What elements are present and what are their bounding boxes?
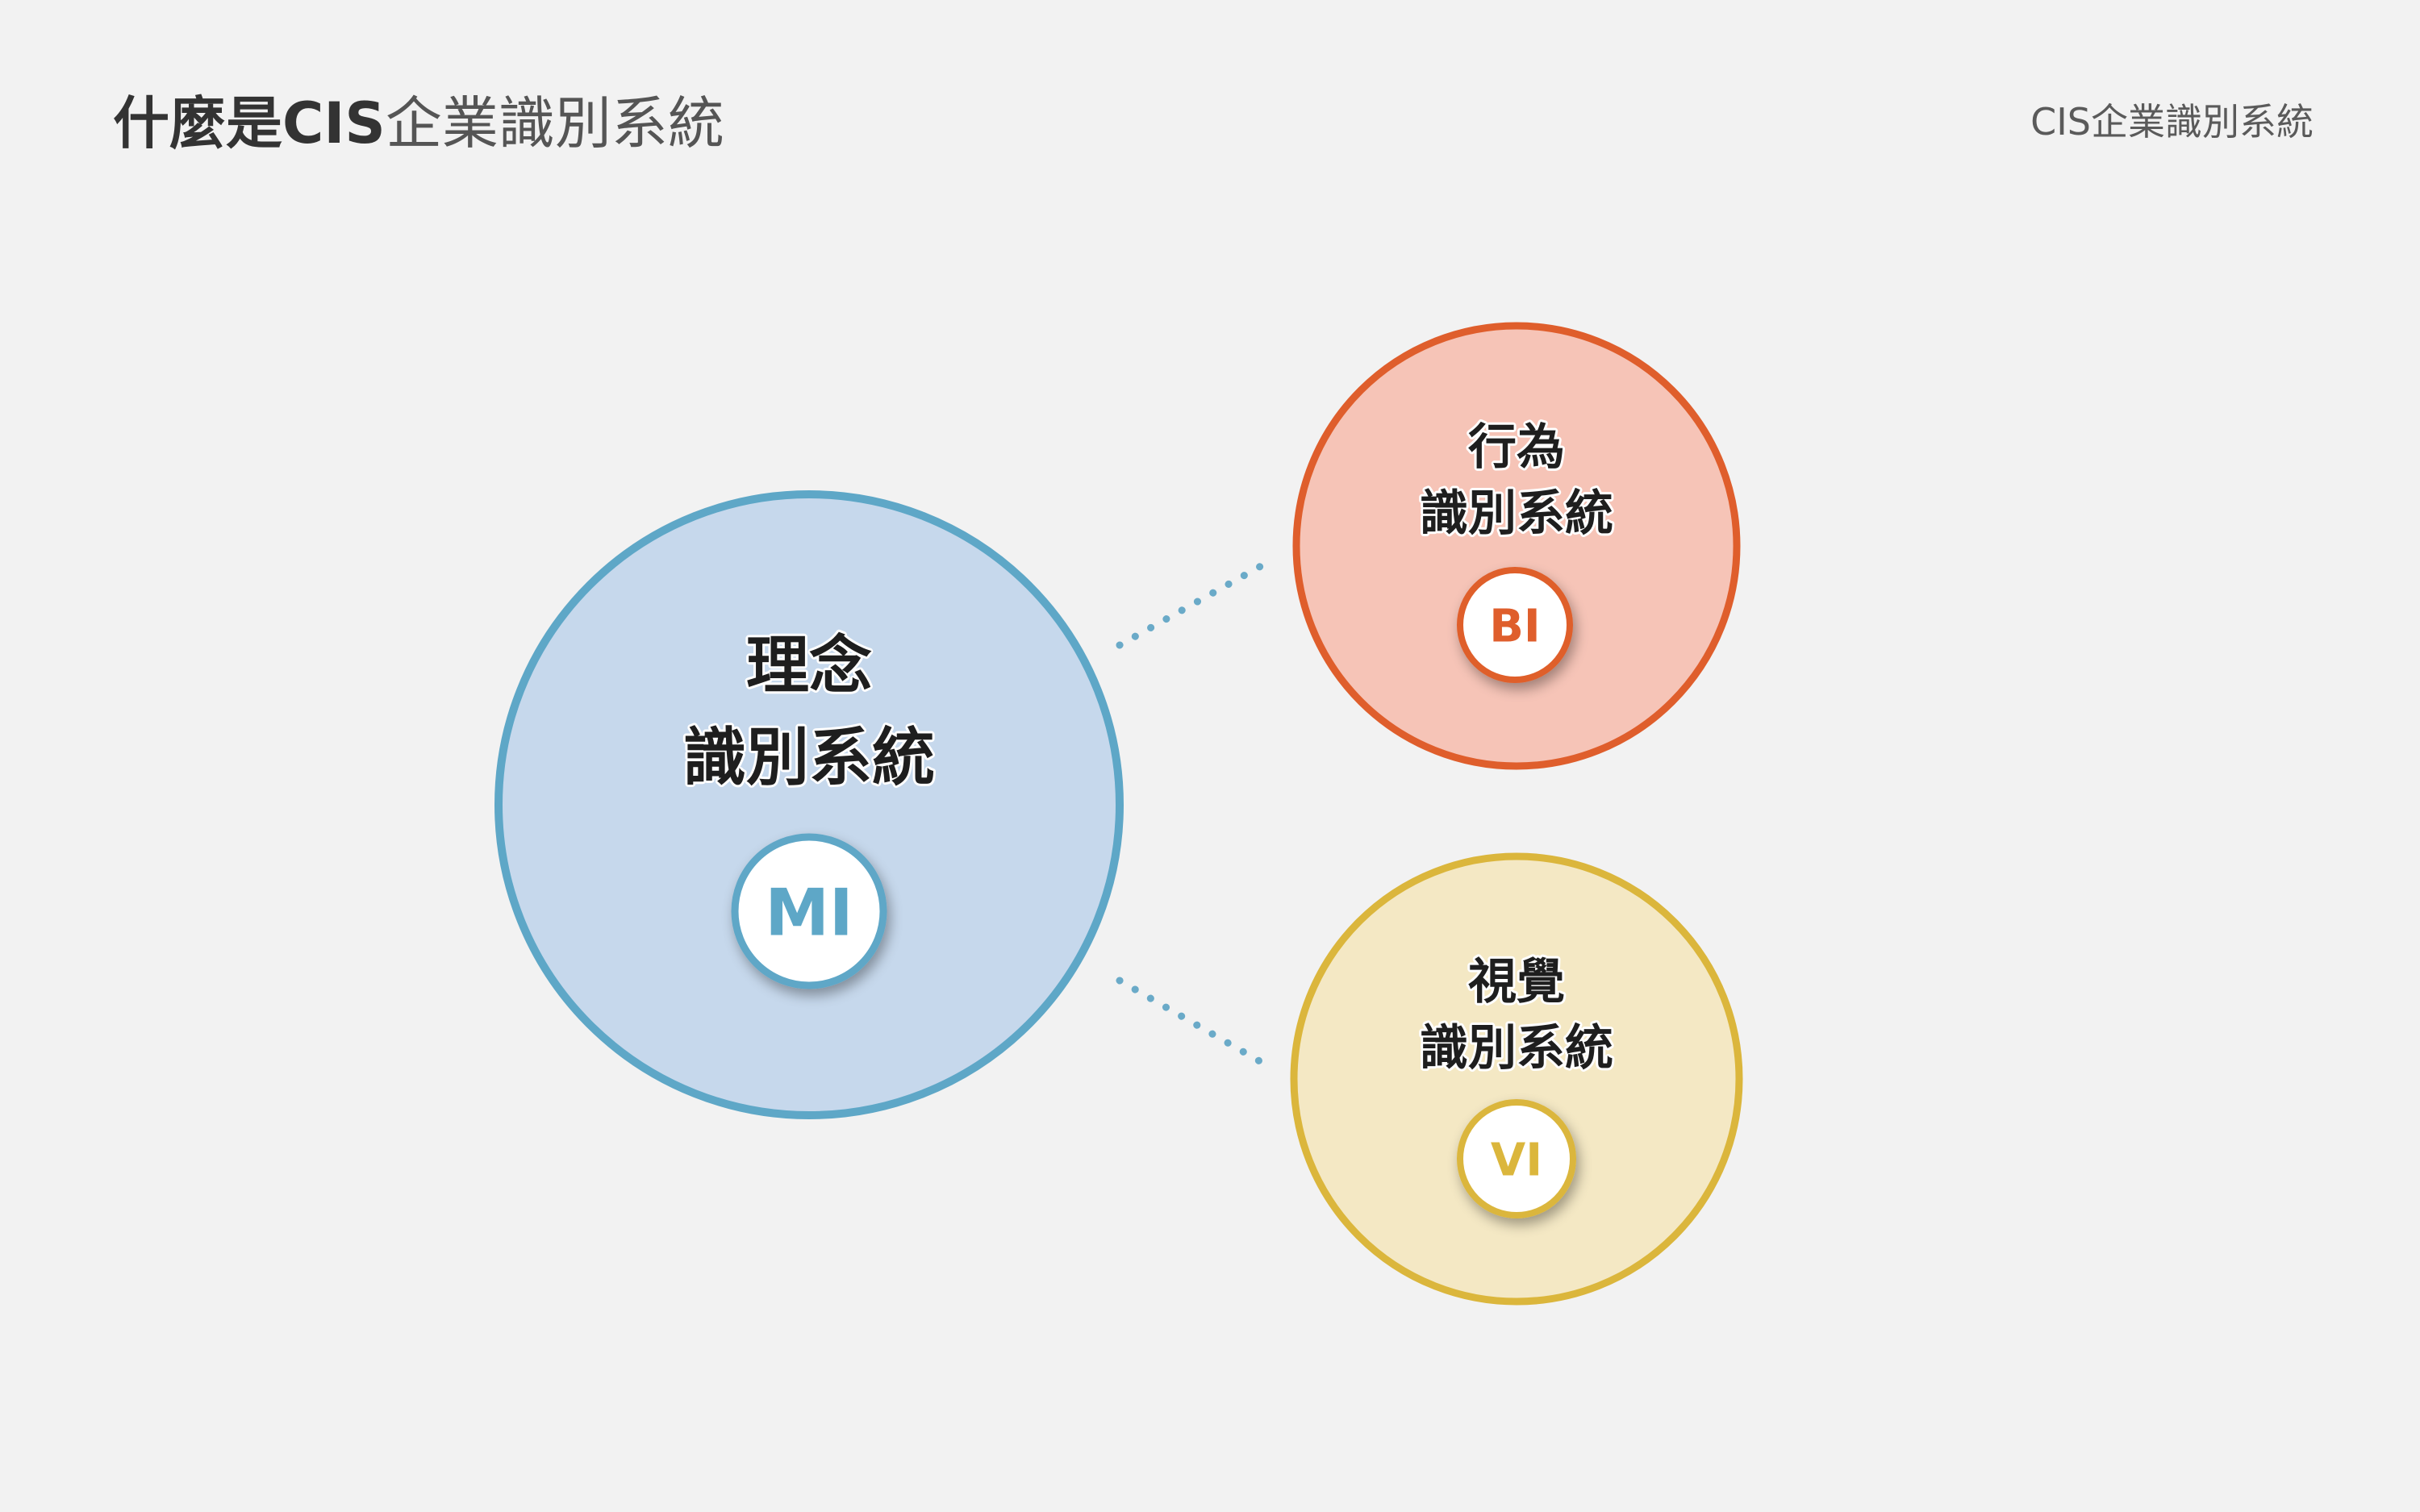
mi-title-line2: 識別系統 — [683, 722, 935, 794]
connector-mi-vi — [1116, 977, 1272, 1070]
mi-node: 理念 識別系統 MI — [494, 490, 1124, 1119]
vi-circle — [1290, 852, 1743, 1306]
bi-badge-circle — [1457, 567, 1573, 683]
header-corner-label: CIS企業識別系統 — [2030, 100, 2314, 144]
connector-mi-bi — [1116, 558, 1272, 649]
vi-node: 視覺 識別系統 VI — [1290, 852, 1743, 1306]
bi-badge-label: BI — [1489, 601, 1541, 653]
vi-badge-circle — [1457, 1099, 1576, 1218]
bi-title-line1: 行為 — [1468, 419, 1565, 476]
bi-title-line2: 識別系統 — [1420, 485, 1613, 542]
vi-title-line2: 識別系統 — [1420, 1020, 1613, 1077]
page-title: 什麼是CIS企業識別系統 — [113, 95, 724, 152]
bi-circle — [1292, 322, 1741, 770]
vi-badge-label: VI — [1491, 1135, 1542, 1187]
page-title-bold: 什麼是CIS — [113, 90, 386, 156]
mi-badge-circle — [731, 833, 887, 989]
vi-title-line1: 視覺 — [1468, 954, 1565, 1010]
mi-title-line1: 理念 — [746, 630, 872, 702]
bi-node: 行為 識別系統 BI — [1292, 322, 1741, 770]
mi-badge-label: MI — [765, 876, 853, 951]
mi-circle — [494, 490, 1124, 1119]
page-title-light: 企業識別系統 — [385, 90, 724, 156]
